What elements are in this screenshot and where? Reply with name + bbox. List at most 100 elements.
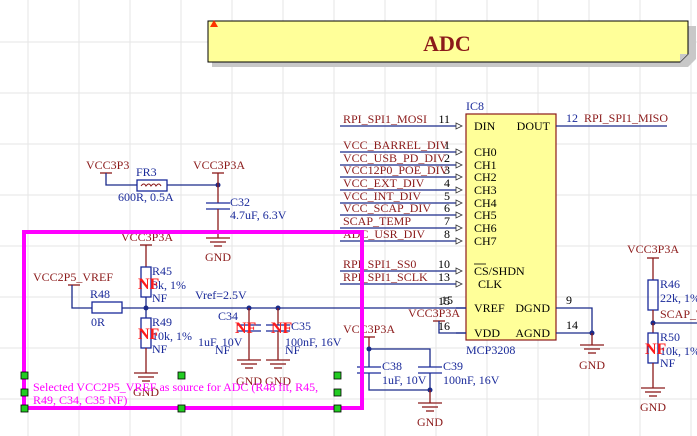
resize-handle[interactable] [333,404,342,413]
svg-text:NF: NF [645,341,667,358]
pin-name: CH2 [474,170,497,184]
resize-handle[interactable] [20,371,29,380]
fr3-value: 600R, 0.5A [118,190,174,204]
pin-name: VDD [474,326,500,340]
svg-text:6: 6 [444,201,450,215]
resize-handle[interactable] [333,371,342,380]
banner-title: ADC [423,31,471,56]
svg-text:C38: C38 [382,359,402,373]
scap-divider: VCC3P3A R46 22k, 1% SCAP_T R50 10k, 1% N… [627,242,697,414]
pin-name: DGND [515,301,550,315]
resize-handle[interactable] [177,404,186,413]
svg-text:15: 15 [438,294,450,308]
svg-text:12: 12 [566,111,578,125]
svg-text:NF: NF [152,291,168,305]
svg-text:100nF, 16V: 100nF, 16V [285,335,342,349]
svg-text:VCC3P3A: VCC3P3A [343,322,395,336]
svg-text:R45: R45 [152,264,172,278]
note-line-2: R49, C34, C35 NF) [33,393,127,407]
banner-marker-icon [210,20,218,27]
net-label: VCC_SCAP_DIV [343,201,431,215]
net-label: VCC_USB_PD_DIV [343,151,446,165]
pin-name: CLK [478,277,502,291]
svg-text:10k, 1%: 10k, 1% [152,329,192,343]
pin-name: CH6 [474,221,497,235]
svg-text:13: 13 [438,270,450,284]
net-label: SCAP_TEMP [343,214,411,228]
svg-text:NF: NF [660,356,676,370]
pin-name: CH1 [474,158,497,172]
svg-text:NF: NF [138,326,160,343]
vdd-supply: VCC3P3A [408,306,466,334]
ic-part: MCP3208 [466,343,515,357]
svg-text:1: 1 [444,138,450,152]
svg-text:14: 14 [566,318,578,332]
resize-handle[interactable] [20,404,29,413]
fr3-ref: FR3 [136,165,157,179]
net-label: RPI_SPI1_SS0 [343,257,416,271]
svg-text:C39: C39 [443,359,463,373]
resize-handle[interactable] [177,371,186,380]
pin-name: VREF [474,301,505,315]
svg-text:0R: 0R [91,315,105,329]
net-label: RPI_SPI1_SCLK [343,270,428,284]
svg-text:1uF, 10V: 1uF, 10V [198,335,243,349]
svg-text:NF: NF [215,343,231,357]
svg-text:5: 5 [444,189,450,203]
svg-text:NF: NF [152,342,168,356]
pin-name: AGND [515,326,550,340]
fr3-filter: VCC3P3 FR3 600R, 0.5A VCC3P3A C32 4.7uF,… [86,158,287,264]
svg-text:R49: R49 [152,315,172,329]
svg-text:Vref=2.5V: Vref=2.5V [195,288,247,302]
pin-name: CS/SHDN [474,264,525,278]
svg-text:GND: GND [417,415,443,429]
svg-text:R46: R46 [660,277,680,291]
resize-handle[interactable] [333,388,342,397]
svg-text:VCC3P3A: VCC3P3A [408,306,460,320]
dout-net[interactable]: 12 RPI_SPI1_MISO [556,111,668,127]
svg-text:C34: C34 [218,309,238,323]
pin-name: CH0 [474,145,497,159]
svg-text:VCC3P3A: VCC3P3A [627,242,679,256]
net-label-miso: RPI_SPI1_MISO [584,111,668,125]
svg-text:15: 15 [441,293,453,307]
resize-handle[interactable] [20,388,29,397]
svg-text:GND: GND [265,374,291,388]
svg-text:GND: GND [205,250,231,264]
svg-text:GND: GND [236,374,262,388]
svg-text:7: 7 [444,214,450,228]
svg-text:GND: GND [640,400,666,414]
ic-designator: IC8 [466,99,484,113]
pin-name: CH3 [474,183,497,197]
svg-text:GND: GND [133,385,159,399]
pin-name: CH7 [474,234,497,248]
pin-name: CH5 [474,208,497,222]
svg-text:8: 8 [444,227,450,241]
title-banner[interactable]: ADC [207,20,696,67]
pin-name: DOUT [517,119,551,133]
svg-text:NF: NF [271,320,293,337]
svg-text:VCC3P3: VCC3P3 [86,158,129,172]
net-label: RPI_SPI1_MOSI [343,112,427,126]
svg-text:NF: NF [285,343,301,357]
svg-text:SCAP_T: SCAP_T [660,307,697,321]
svg-text:3k, 1%: 3k, 1% [152,278,186,292]
svg-text:100nF, 16V: 100nF, 16V [443,373,500,387]
net-label: VCC_EXT_DIV [343,176,425,190]
gnd-wiring-ic: 9 14 GND [556,293,605,372]
svg-text:R48: R48 [90,287,110,301]
selection-note[interactable]: Selected VCC2P5_VREF as source for ADC (… [20,230,364,413]
